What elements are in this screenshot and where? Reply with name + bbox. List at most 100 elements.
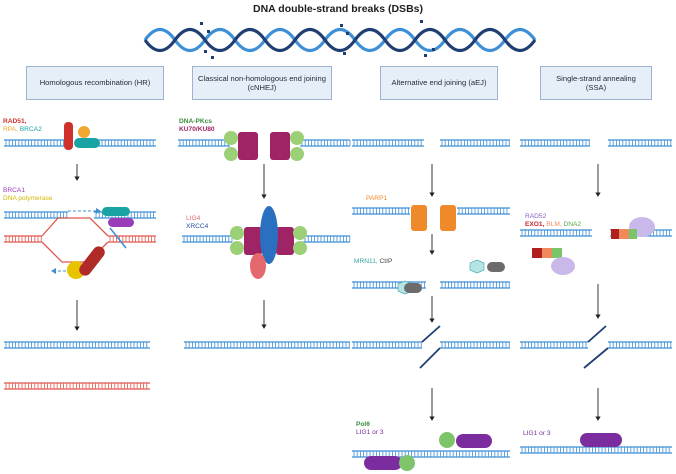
- parp1-right: [440, 205, 456, 231]
- aej-overhang-bottom: [419, 347, 441, 369]
- brca1-protein: [108, 218, 134, 227]
- dna-aej-4b: [440, 341, 510, 349]
- label-polq: Polθ: [356, 421, 370, 428]
- label-rad51-group: RAD51, RPA, BRCA2: [3, 118, 42, 134]
- dnapkcs-right-top-2: [293, 226, 307, 240]
- dna-ssa-3a: [520, 341, 588, 349]
- brca2-protein-2: [102, 207, 130, 216]
- ku-left: [238, 132, 258, 160]
- dna-ssa-4: [520, 446, 672, 454]
- dnapkcs-left-bottom-2: [230, 241, 244, 255]
- dna-nhej-2a: [182, 235, 233, 243]
- dna-segments: [4, 139, 672, 458]
- ctip-right: [487, 262, 505, 272]
- dna-aej-1a: [352, 139, 424, 147]
- label-lig4: LIG4: [186, 215, 201, 222]
- invading-strand: [109, 227, 127, 249]
- rad51-filament: [79, 246, 105, 276]
- pathway-box-ssa: Single-strand annealing (SSA): [540, 66, 652, 100]
- lig-aej-bottom: [364, 456, 402, 470]
- dna-nhej-3: [184, 341, 350, 349]
- dna-ssa-1b: [608, 139, 672, 147]
- label-rpa: RPA,: [3, 126, 18, 134]
- pathway-box-cnhej: Classical non-homologous end joining (cN…: [192, 66, 332, 100]
- pathway-title-aej: Alternative end joining (aEJ): [391, 78, 487, 88]
- label-brca1-group: BRCA1 DNA polymerase: [3, 187, 52, 203]
- pathway-title-cnhej: Classical non-homologous end joining (cN…: [198, 73, 326, 92]
- label-brca2: BRCA2: [19, 126, 42, 134]
- ctip-left: [404, 283, 422, 293]
- dna-helix-header: [143, 20, 537, 59]
- helix-strand-light: [143, 27, 537, 53]
- lig-ssa: [580, 433, 622, 447]
- dna-nhej-1a: [178, 139, 230, 147]
- blm-top: [619, 229, 629, 239]
- dnapkcs-right-top: [290, 131, 304, 145]
- xrcc4-protein: [260, 206, 278, 264]
- dna-hr-5: [4, 382, 150, 390]
- lig-aej-top: [456, 434, 492, 448]
- mrn11-right: [469, 259, 485, 274]
- label-polq-group: Polθ LIG1 or 3: [356, 421, 384, 437]
- dnapkcs-left-top-2: [230, 226, 244, 240]
- label-exo1: EXO1,: [525, 221, 545, 229]
- dnapkcs-left-top: [224, 131, 238, 145]
- label-dna-polymerase: DNA polymerase: [3, 195, 53, 203]
- rad51-protein: [64, 122, 73, 150]
- dna-hr-3a: [4, 235, 42, 243]
- exo1-bottom: [532, 248, 542, 258]
- dna-nhej-2b: [303, 235, 351, 243]
- dna-nhej-1b: [300, 139, 351, 147]
- break-marks: [200, 20, 435, 59]
- ku-right-2: [276, 227, 294, 255]
- dna-hr-2a: [4, 211, 68, 219]
- polq-bottom: [399, 455, 415, 471]
- dna-aej-2a: [352, 207, 410, 215]
- pathway-title-ssa: Single-strand annealing (SSA): [556, 73, 636, 92]
- pathway-title-hr: Homologous recombination (HR): [39, 78, 151, 88]
- dna-aej-4a: [352, 341, 422, 349]
- ku-right: [270, 132, 290, 160]
- dna-aej-2b: [457, 207, 510, 215]
- rad52-bottom: [551, 257, 575, 275]
- dna-hr-1a: [4, 139, 64, 147]
- label-xrcc4: XRCC4: [186, 223, 209, 231]
- label-dna2: DNA2: [563, 221, 582, 229]
- dnapkcs-right-bottom: [290, 147, 304, 161]
- polq-top: [439, 432, 455, 448]
- lig4-protein: [250, 253, 266, 279]
- label-blm: BLM,: [546, 221, 562, 229]
- aej-overhang-top: [421, 325, 441, 343]
- dna2-bottom: [552, 248, 562, 258]
- label-dnapkcs: DNA-PKcs: [179, 118, 212, 125]
- dnapkcs-right-bottom-2: [293, 241, 307, 255]
- rpa-protein: [78, 126, 90, 138]
- figure-title: DNA double-strand breaks (DSBs): [253, 3, 423, 15]
- exo1-top: [611, 229, 619, 239]
- dna-aej-3b: [440, 281, 510, 289]
- dnapkcs-left-bottom: [224, 147, 238, 161]
- parp1-left: [411, 205, 427, 231]
- ssa-overhang-top: [587, 325, 607, 343]
- label-parp1: PARP1: [366, 195, 388, 202]
- pathway-box-aej: Alternative end joining (aEJ): [380, 66, 498, 100]
- label-mrn11: MRN11,: [354, 258, 378, 265]
- blm-bottom: [542, 248, 552, 258]
- label-rad52: RAD52: [525, 213, 547, 220]
- label-ctip: CtIP: [379, 258, 393, 265]
- label-lig4-group: LIG4 XRCC4: [186, 215, 208, 231]
- dna-hr-4: [4, 341, 150, 349]
- label-rad52-group: RAD52 EXO1, BLM, DNA2: [525, 213, 581, 229]
- label-lig-ssa: LIG1 or 3: [523, 430, 551, 437]
- label-brca1: BRCA1: [3, 187, 25, 194]
- dna-ssa-3b: [608, 341, 672, 349]
- ku-left-2: [244, 227, 262, 255]
- dna-aej-1b: [440, 139, 510, 147]
- pathway-box-hr: Homologous recombination (HR): [26, 66, 164, 100]
- dna-ssa-1a: [520, 139, 590, 147]
- dna-hr-3b: [108, 235, 156, 243]
- dna-ssa-2a: [520, 229, 592, 237]
- label-dnapk-group: DNA-PKcs KU70/KU80: [179, 118, 215, 134]
- dna-polymerase-protein: [67, 261, 85, 279]
